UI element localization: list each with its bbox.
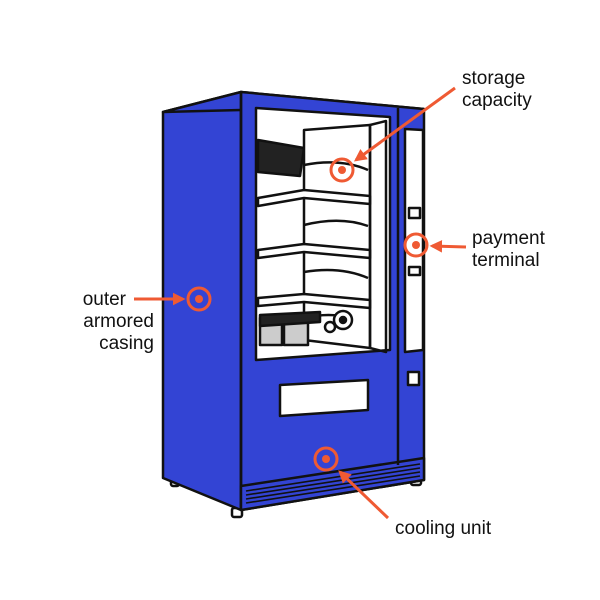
- casing-label-line1: outer: [83, 289, 127, 310]
- spiral-coil-hub: [338, 315, 348, 325]
- selection-button-2: [407, 265, 422, 277]
- storage-arrow-icon: [353, 86, 456, 162]
- glass-door-frame: [368, 119, 388, 354]
- vending-machine: [161, 90, 426, 519]
- payment-arrow-icon: [429, 239, 467, 253]
- payment-label-line1: payment: [472, 228, 546, 249]
- storage-label-line1: storage: [462, 68, 525, 89]
- product-slot-dark: [256, 138, 306, 178]
- spiral-coil-small: [323, 320, 337, 334]
- cooling-label: cooling unit: [395, 518, 492, 539]
- storage-label-line2: capacity: [462, 90, 532, 111]
- cooling-marker: [313, 446, 390, 520]
- casing-label-line2: armored: [83, 311, 154, 332]
- selection-button-1: [407, 206, 422, 220]
- casing-label-line3: casing: [99, 333, 154, 354]
- shelf-lips: [303, 161, 369, 320]
- coin-slot: [406, 370, 421, 387]
- storage-marker: [329, 86, 456, 183]
- delivery-door: [278, 378, 370, 418]
- cooling-grille-slats: [245, 463, 421, 504]
- product-bin-dark: [258, 310, 322, 328]
- control-screen: [403, 127, 425, 354]
- payment-marker: [403, 232, 467, 258]
- cooling-arrow-icon: [338, 470, 390, 520]
- payment-label-line2: terminal: [472, 250, 540, 271]
- casing-marker: [134, 286, 212, 312]
